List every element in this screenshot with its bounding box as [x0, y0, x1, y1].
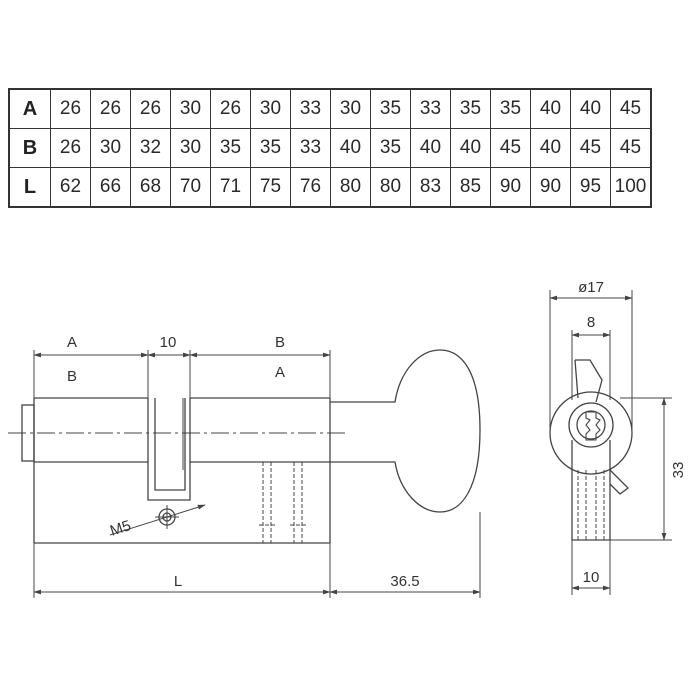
table-cell: 40 [530, 88, 571, 129]
pin-holes [259, 462, 306, 543]
cylinder-body-profile [34, 461, 330, 544]
table-cell: 76 [290, 167, 331, 208]
row-header: B [8, 128, 51, 168]
front-stem [571, 440, 611, 541]
table-cell: 90 [490, 167, 531, 208]
cylinder-side-view [8, 349, 481, 544]
keyway [585, 411, 601, 441]
front-cam [574, 359, 603, 403]
front-plug-outer [568, 402, 614, 448]
table-cell: 33 [410, 88, 451, 129]
dim-a-label: A [67, 334, 77, 351]
front-knob-outline [549, 391, 633, 475]
table-cell: 45 [610, 88, 652, 129]
table-cell: 26 [50, 128, 91, 168]
row-header: L [8, 167, 51, 208]
dim-cam-width-label: 10 [160, 334, 177, 351]
thumb-turn-knob [330, 349, 481, 513]
dim-b-alt-label: B [67, 368, 77, 385]
table-cell: 68 [130, 167, 171, 208]
front-plug-inner [576, 410, 606, 440]
table-cell: 95 [570, 167, 611, 208]
front-cam-side [609, 469, 629, 495]
table-cell: 70 [170, 167, 211, 208]
diameter-label: ø17 [578, 279, 604, 296]
length-label: L [174, 573, 182, 590]
front-dimensions [549, 290, 672, 595]
table-cell: 100 [610, 167, 652, 208]
table-cell: 33 [290, 128, 331, 168]
table-cell: 45 [610, 128, 652, 168]
table-cell: 30 [330, 88, 371, 129]
knob-length-label: 36.5 [390, 573, 419, 590]
table-cell: 33 [290, 88, 331, 129]
table-cell: 35 [490, 88, 531, 129]
table-cell: 62 [50, 167, 91, 208]
table-cell: 30 [170, 128, 211, 168]
table-cell: 90 [530, 167, 571, 208]
table-cell: 35 [210, 128, 251, 168]
table-cell: 40 [570, 88, 611, 129]
cylinder-body-upper [33, 397, 331, 543]
table-cell: 26 [50, 88, 91, 129]
top-width-label: 8 [587, 314, 595, 331]
cylinder-front-view [549, 359, 633, 541]
table-cell: 30 [90, 128, 131, 168]
table-cell: 40 [330, 128, 371, 168]
table-cell: 66 [90, 167, 131, 208]
cam-slot [147, 398, 191, 501]
table-cell: 35 [370, 88, 411, 129]
table-cell: 40 [410, 128, 451, 168]
table-cell: 71 [210, 167, 251, 208]
table-cell: 26 [210, 88, 251, 129]
screw-label: M5 [108, 517, 133, 540]
front-pin-holes [577, 470, 605, 540]
table-cell: 75 [250, 167, 291, 208]
side-dimensions [33, 350, 481, 598]
cam [154, 398, 186, 491]
table-cell: 45 [490, 128, 531, 168]
table-cell: 26 [130, 88, 171, 129]
table-cell: 40 [530, 128, 571, 168]
bottom-width-label: 10 [583, 569, 600, 586]
screw-leader [109, 504, 206, 536]
dim-a-alt-label: A [275, 364, 285, 381]
table-cell: 35 [370, 128, 411, 168]
table-cell: 45 [570, 128, 611, 168]
height-label: 33 [670, 462, 687, 479]
table-cell: 40 [450, 128, 491, 168]
dim-b-label: B [275, 334, 285, 351]
table-cell: 80 [330, 167, 371, 208]
